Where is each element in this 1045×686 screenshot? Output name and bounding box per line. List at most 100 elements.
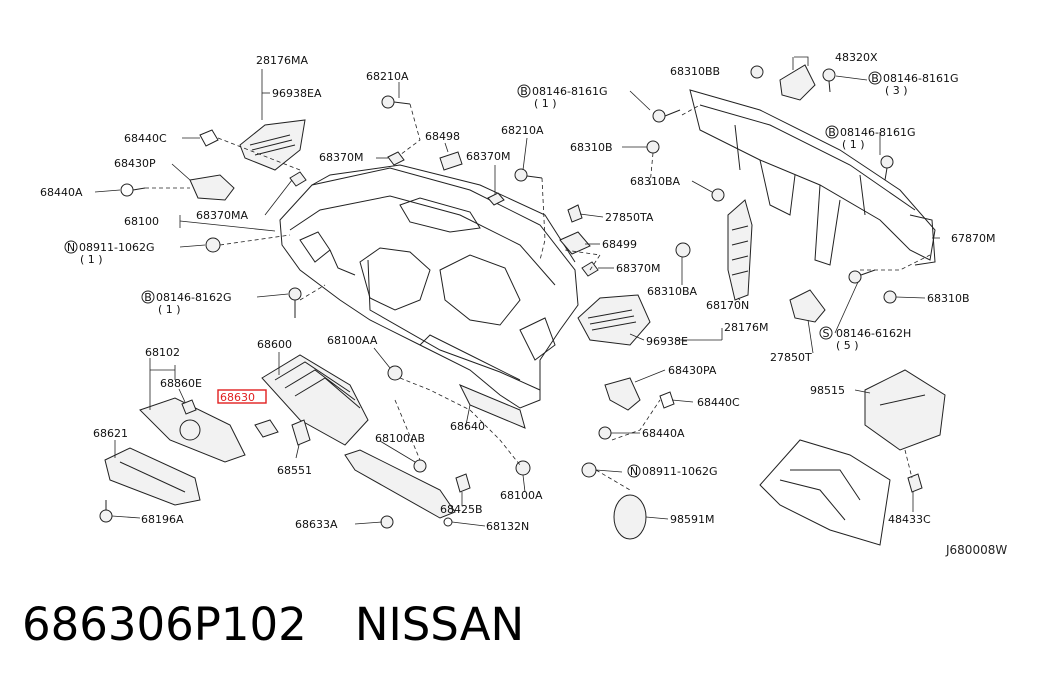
circled-symbols: N B B B B S N <box>64 71 882 478</box>
bolt-08146-8161G-b <box>822 68 836 93</box>
nut-68310BA-b <box>675 242 691 258</box>
label-68196A[interactable]: 68196A <box>141 513 184 526</box>
trim-68633A <box>344 449 456 519</box>
bolt-symbol: B <box>520 85 528 98</box>
label-68440A[interactable]: 68440A <box>642 427 685 440</box>
label-68370M[interactable]: 68370M <box>616 262 660 275</box>
label-68310BB[interactable]: 68310BB <box>670 65 720 78</box>
label-27850T[interactable]: 27850T <box>770 351 812 364</box>
bracket-68430PA <box>604 377 641 411</box>
label-68370M[interactable]: 68370M <box>466 150 510 163</box>
label-08146-8161G[interactable]: 08146-8161G <box>840 126 915 139</box>
label-68640[interactable]: 68640 <box>450 420 485 433</box>
part-number: 686306P102 <box>22 598 307 651</box>
screw-68440A-left <box>120 183 146 197</box>
bolt-symbol: B <box>871 72 879 85</box>
label-68370MA[interactable]: 68370MA <box>196 209 248 222</box>
label-68370M[interactable]: 68370M <box>319 151 363 164</box>
label-48320X[interactable]: 48320X <box>835 51 878 64</box>
label-68498[interactable]: 68498 <box>425 130 460 143</box>
label-68430PA[interactable]: 68430PA <box>668 364 717 377</box>
label-68310B[interactable]: 68310B <box>927 292 970 305</box>
side-vent-28176M <box>577 294 651 346</box>
glove-box-68600 <box>261 354 369 446</box>
clip-68132N <box>443 517 453 527</box>
screw-68196A <box>99 500 113 523</box>
pad-68498 <box>439 151 463 171</box>
label-68621[interactable]: 68621 <box>93 427 128 440</box>
clip-68425B <box>455 473 471 493</box>
instrument-panel-outline <box>279 164 579 409</box>
clip-48433C <box>907 473 923 493</box>
label-68430P[interactable]: 68430P <box>114 157 156 170</box>
label-08146-8161G[interactable]: 08146-8161G <box>883 72 958 85</box>
bracket-27850TA <box>567 204 583 223</box>
label-28176MA[interactable]: 28176MA <box>256 54 308 67</box>
bolt-symbol: B <box>828 126 836 139</box>
label-28176M[interactable]: 28176M <box>724 321 768 334</box>
label-98591M[interactable]: 98591M <box>670 513 714 526</box>
label-08146-8162G[interactable]: 08146-8162G <box>156 291 231 304</box>
label-68310BA[interactable]: 68310BA <box>647 285 698 298</box>
label-08911-1062G[interactable]: 08911-1062G <box>79 241 154 254</box>
label-67870M[interactable]: 67870M <box>951 232 995 245</box>
screw-symbol: S <box>823 327 830 340</box>
part-labels: 28176MA 96938EA 68210A 68440C 68430P 684… <box>40 51 995 533</box>
clip-68860E <box>181 399 197 415</box>
label-27850TA[interactable]: 27850TA <box>605 211 654 224</box>
label-96938E[interactable]: 96938E <box>646 335 688 348</box>
label-68132N[interactable]: 68132N <box>486 520 529 533</box>
label-68860E[interactable]: 68860E <box>160 377 202 390</box>
label-68210A[interactable]: 68210A <box>366 70 409 83</box>
label-68310B[interactable]: 68310B <box>570 141 613 154</box>
bolt-08146-8161G-a <box>652 109 681 123</box>
screw-68210A-mid <box>514 168 543 182</box>
pad-68370M-c <box>581 261 599 277</box>
diagram-code: J680008W <box>946 543 1008 557</box>
label-68440C[interactable]: 68440C <box>697 396 740 409</box>
bolt-08146-8161G-c <box>880 155 894 181</box>
label-68170N[interactable]: 68170N <box>706 299 749 312</box>
exploded-view-drawing: N B B B B S N 28176MA 96938EA 68210A 684… <box>40 51 995 546</box>
label-68425B[interactable]: 68425B <box>440 503 483 516</box>
label-qty: ( 5 ) <box>836 339 859 352</box>
nut-68310BB <box>750 65 764 79</box>
label-68100AA[interactable]: 68100AA <box>327 334 378 347</box>
label-68100A[interactable]: 68100A <box>500 489 543 502</box>
bracket-68640 <box>458 384 526 429</box>
label-68499[interactable]: 68499 <box>602 238 637 251</box>
label-96938EA[interactable]: 96938EA <box>272 87 322 100</box>
label-68100[interactable]: 68100 <box>124 215 159 228</box>
label-qty: ( 3 ) <box>885 84 908 97</box>
label-08146-6162H[interactable]: 08146-6162H <box>836 327 911 340</box>
nut-symbol: N <box>67 241 75 254</box>
label-68551[interactable]: 68551 <box>277 464 312 477</box>
label-qty: ( 1 ) <box>842 138 865 151</box>
label-98515[interactable]: 98515 <box>810 384 845 397</box>
bracket-27850T <box>789 289 826 323</box>
label-68600[interactable]: 68600 <box>257 338 292 351</box>
screw-08146-6162H <box>848 269 876 284</box>
nut-68310BA-a <box>711 188 725 202</box>
bolt-symbol: B <box>144 291 152 304</box>
label-68633A[interactable]: 68633A <box>295 518 338 531</box>
label-68100AB[interactable]: 68100AB <box>375 432 425 445</box>
nut-68310B-a <box>646 140 660 154</box>
nut-symbol: N <box>630 465 638 478</box>
label-68440C[interactable]: 68440C <box>124 132 167 145</box>
label-08146-8161G[interactable]: 08146-8161G <box>532 85 607 98</box>
dash-cutaway <box>759 439 891 546</box>
label-68210A[interactable]: 68210A <box>501 124 544 137</box>
screw-68440A-right <box>598 426 612 440</box>
label-68440A[interactable]: 68440A <box>40 186 83 199</box>
label-68630-highlighted[interactable]: 68630 <box>220 391 255 404</box>
label-68102[interactable]: 68102 <box>145 346 180 359</box>
label-68310BA[interactable]: 68310BA <box>630 175 681 188</box>
stay-68170N <box>727 199 753 301</box>
clip-68440C-right <box>659 391 675 409</box>
label-08911-1062G[interactable]: 08911-1062G <box>642 465 717 478</box>
label-48433C[interactable]: 48433C <box>888 513 931 526</box>
pad-68630 <box>254 419 279 438</box>
highlight-box-68630 <box>217 389 267 404</box>
